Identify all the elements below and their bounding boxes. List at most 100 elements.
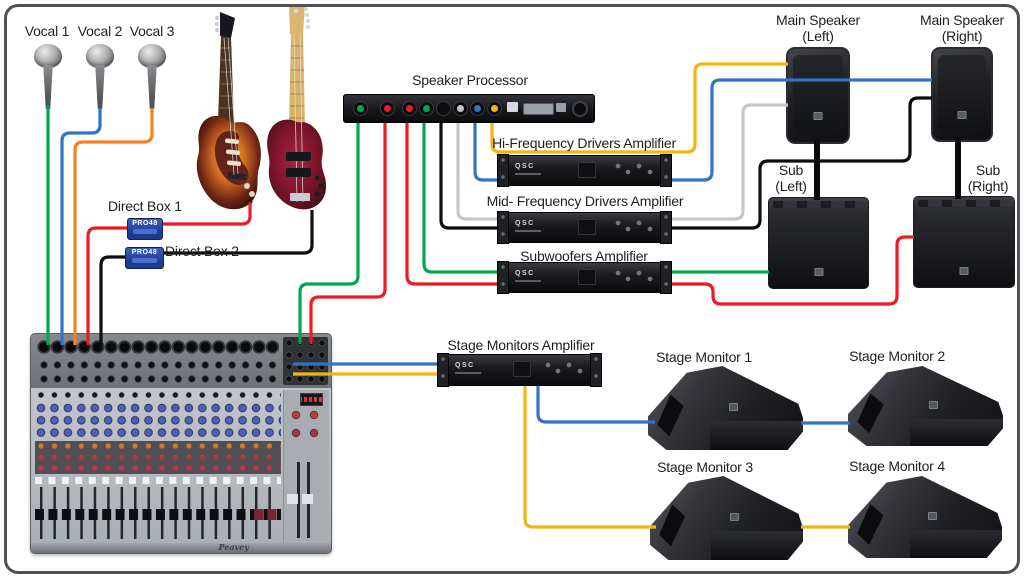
direct-box-1-label: Direct Box 1: [108, 198, 182, 214]
electric-guitar-image: [196, 12, 261, 210]
direct-box-2: PRO48: [125, 247, 164, 269]
vocal-3-label: Vocal 3: [129, 23, 175, 39]
rack-ear: [660, 154, 672, 187]
mid-frequency-amp-label: Mid- Frequency Drivers Amplifier: [486, 193, 684, 209]
rack-ear: [437, 353, 449, 387]
processor-jack: [487, 101, 502, 116]
main-speaker-left-device: [786, 47, 850, 144]
stage-monitor-4-label: Stage Monitor 4: [849, 458, 945, 474]
amp-display: [577, 219, 596, 235]
jbl-logo: [928, 512, 938, 521]
cable-dibox1-mixer: [86, 226, 127, 345]
amp-controls: [613, 162, 657, 177]
mixer-insert-jack-row: [37, 373, 279, 385]
mic-head: [86, 44, 114, 68]
stage-monitor-2-label: Stage Monitor 2: [849, 348, 945, 364]
amp-logo-underline: [515, 173, 541, 175]
mic-head: [34, 44, 62, 68]
vocal-1-label: Vocal 1: [24, 23, 70, 39]
mixer-control-surface: [31, 388, 331, 543]
label-line: (Left): [775, 178, 807, 194]
cable-monitoramp-sm3: [523, 384, 656, 529]
rack-ear: [660, 261, 672, 294]
cable-processor-hiamp-mainright: [473, 78, 932, 182]
mixer-fader-caps: [35, 509, 281, 520]
main-speaker-right-device: [931, 47, 993, 142]
speaker-processor-label: Speaker Processor: [412, 72, 528, 88]
dvi-port: [523, 103, 554, 115]
mixer-jack-panel: [31, 334, 331, 388]
mixer-master-fader-caps: [254, 509, 281, 520]
processor-jack: [470, 101, 485, 116]
subwoofers-amp-label: Subwoofers Amplifier: [520, 248, 648, 264]
monitor-front-face: [711, 531, 803, 560]
amp-brand-logo: QSC: [455, 362, 475, 369]
mixer-master-fader-caps: [287, 494, 323, 504]
jbl-logo: [728, 402, 738, 411]
mixer-brand-logo: Peavey: [218, 542, 249, 552]
stage-monitor-1-label: Stage Monitor 1: [656, 349, 752, 365]
cable-vocal2-mixer: [60, 108, 102, 345]
stage-monitor-3-label: Stage Monitor 3: [657, 459, 753, 475]
main-speaker-left-label: Main Speaker (Left): [776, 12, 860, 44]
direct-box-model: PRO48: [131, 249, 158, 256]
amp-display: [577, 269, 596, 285]
mixing-console-device: Peavey: [30, 333, 332, 554]
mixer-master-knobs: [288, 408, 326, 452]
sub-right-device: [913, 196, 1015, 288]
mid-frequency-amplifier-device: QSC: [497, 211, 672, 244]
label-line: (Left): [802, 28, 834, 44]
vocal-2-label: Vocal 2: [77, 23, 123, 39]
main-speaker-right-label: Main Speaker (Right): [920, 12, 1004, 44]
mixer-line-jack-row: [37, 359, 279, 371]
sub-left-label: Sub (Left): [775, 162, 807, 194]
processor-jack: [402, 101, 417, 116]
jbl-logo: [959, 267, 969, 275]
mic-head: [138, 44, 166, 68]
rack-ear: [660, 211, 672, 244]
label-line: Main Speaker: [776, 12, 860, 28]
sub-right-label: Sub (Right): [968, 162, 1009, 194]
speaker-processor-device: [343, 94, 595, 123]
cable-processor-hiamp-mainleft: [490, 62, 788, 154]
direct-box-stripe: [131, 258, 158, 263]
amp-display: [577, 162, 596, 178]
cable-processor-midamp-mainleft: [456, 103, 788, 221]
amp-controls: [613, 269, 657, 284]
rack-ear: [497, 261, 509, 294]
jbl-logo: [814, 268, 823, 276]
label-line: (Right): [941, 28, 983, 44]
speaker-grille: [793, 55, 843, 134]
cable-bass-dibox2: [162, 210, 314, 255]
mixer-aux-knob-rows: [35, 441, 281, 474]
mic-body: [43, 65, 53, 109]
direct-box-model: PRO48: [132, 220, 158, 227]
processor-jack: [453, 101, 468, 116]
jbl-logo: [729, 512, 739, 521]
processor-jack: [436, 101, 451, 116]
rack-ear: [497, 154, 509, 187]
sub-handle-strip: [918, 200, 1010, 207]
direct-box-2-label: Direct Box 2: [165, 243, 239, 259]
cable-mixer-processor-left: [298, 118, 360, 344]
mixer-gain-knob-row: [35, 390, 281, 401]
label-line: Sub: [778, 162, 804, 178]
vocal-mic-3: [138, 44, 166, 109]
amp-brand-logo: QSC: [515, 163, 535, 170]
amp-controls: [613, 219, 657, 234]
mic-body: [95, 65, 105, 109]
hi-frequency-amplifier-device: QSC: [497, 154, 672, 187]
label-line: Sub: [975, 162, 1001, 178]
subwoofers-amplifier-device: QSC: [497, 261, 672, 294]
mixer-xlr-row: [37, 338, 279, 356]
mixer-switch-row: [35, 477, 281, 484]
rack-ear: [590, 353, 602, 387]
processor-jack: [353, 101, 368, 116]
sub-handle-strip: [773, 201, 864, 208]
amp-controls: [543, 361, 587, 376]
label-line: Main Speaker: [920, 12, 1004, 28]
aux-port: [556, 103, 566, 112]
monitor-front-face: [710, 421, 803, 450]
stage-monitors-amplifier-device: QSC: [437, 353, 602, 387]
